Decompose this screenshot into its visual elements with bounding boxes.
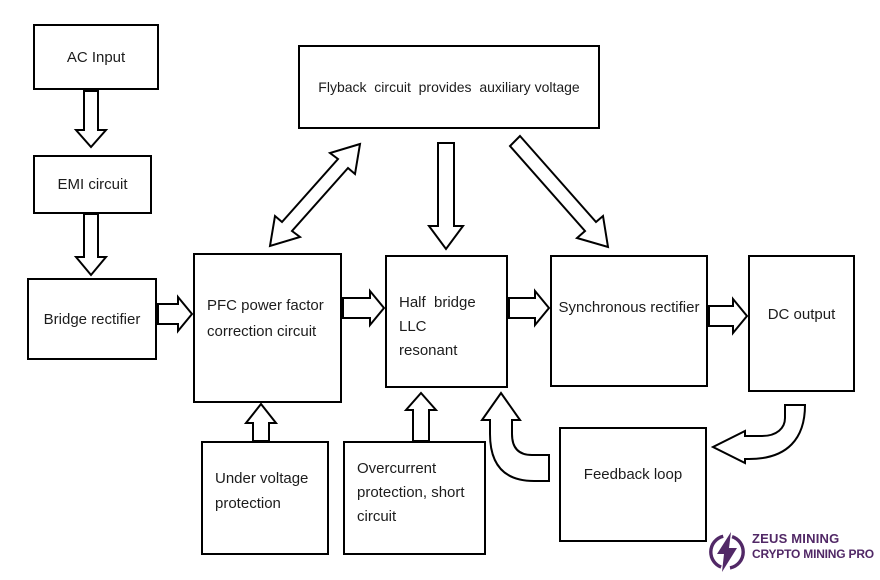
- box-bridge-rectifier: Bridge rectifier: [27, 278, 157, 360]
- box-flyback-auxiliary-label: Flyback circuit provides auxiliary volta…: [318, 79, 580, 95]
- box-pfc-correction-label: PFC power factor correction circuit: [207, 297, 324, 340]
- zeus-mining-logo-text: ZEUS MINING CRYPTO MINING PRO: [752, 532, 874, 560]
- box-dc-output: DC output: [748, 255, 855, 392]
- logo-ring: [709, 534, 745, 570]
- box-ac-input-label: AC Input: [66, 48, 126, 66]
- lightning-bolt-icon: [717, 532, 737, 572]
- arrow-flyback-to-sync: [508, 134, 610, 249]
- arrow-bridge-to-pfc: [157, 294, 194, 334]
- arrow-llc-to-sync: [508, 288, 551, 328]
- arrow-feedback-to-llc-curved: [480, 391, 550, 482]
- zeus-mining-logo-icon: [709, 532, 745, 572]
- arrow-flyback-to-llc: [427, 142, 465, 251]
- box-dc-output-label: DC output: [767, 306, 836, 323]
- arrow-emi-to-bridge: [73, 213, 109, 277]
- box-pfc-correction: PFC power factor correction circuit: [193, 253, 342, 403]
- arrow-pfc-to-llc: [342, 288, 386, 328]
- box-emi-circuit-label: EMI circuit: [57, 176, 128, 193]
- box-ac-input: AC Input: [33, 24, 159, 90]
- box-under-voltage-protection-label: Under voltage protection: [215, 470, 309, 512]
- box-overcurrent-protection: Overcurrent protection, short circuit: [343, 441, 486, 555]
- arrow-undervoltage-to-pfc: [243, 402, 279, 442]
- box-half-bridge-llc-label: Half bridge LLC resonant: [399, 294, 476, 359]
- box-emi-circuit: EMI circuit: [33, 155, 152, 214]
- logo-brand-name: ZEUS MINING: [752, 531, 840, 546]
- box-feedback-loop-label: Feedback loop: [583, 466, 683, 483]
- box-flyback-auxiliary: Flyback circuit provides auxiliary volta…: [298, 45, 600, 129]
- box-synchronous-rectifier: Synchronous rectifier: [550, 255, 708, 387]
- arrow-overcurrent-to-llc: [403, 391, 439, 442]
- box-half-bridge-llc: Half bridge LLC resonant: [385, 255, 508, 388]
- arrow-flyback-pfc-bidirectional: [268, 142, 362, 248]
- box-synchronous-rectifier-label: Synchronous rectifier: [558, 299, 700, 316]
- arrow-dc-to-feedback-curved: [710, 404, 807, 465]
- box-feedback-loop: Feedback loop: [559, 427, 707, 542]
- box-under-voltage-protection: Under voltage protection: [201, 441, 329, 555]
- box-overcurrent-protection-label: Overcurrent protection, short circuit: [357, 460, 465, 525]
- arrow-ac-to-emi: [73, 90, 109, 149]
- logo-tagline: CRYPTO MINING PRO: [752, 547, 874, 561]
- arrow-sync-to-dc: [708, 296, 749, 336]
- box-bridge-rectifier-label: Bridge rectifier: [43, 310, 141, 328]
